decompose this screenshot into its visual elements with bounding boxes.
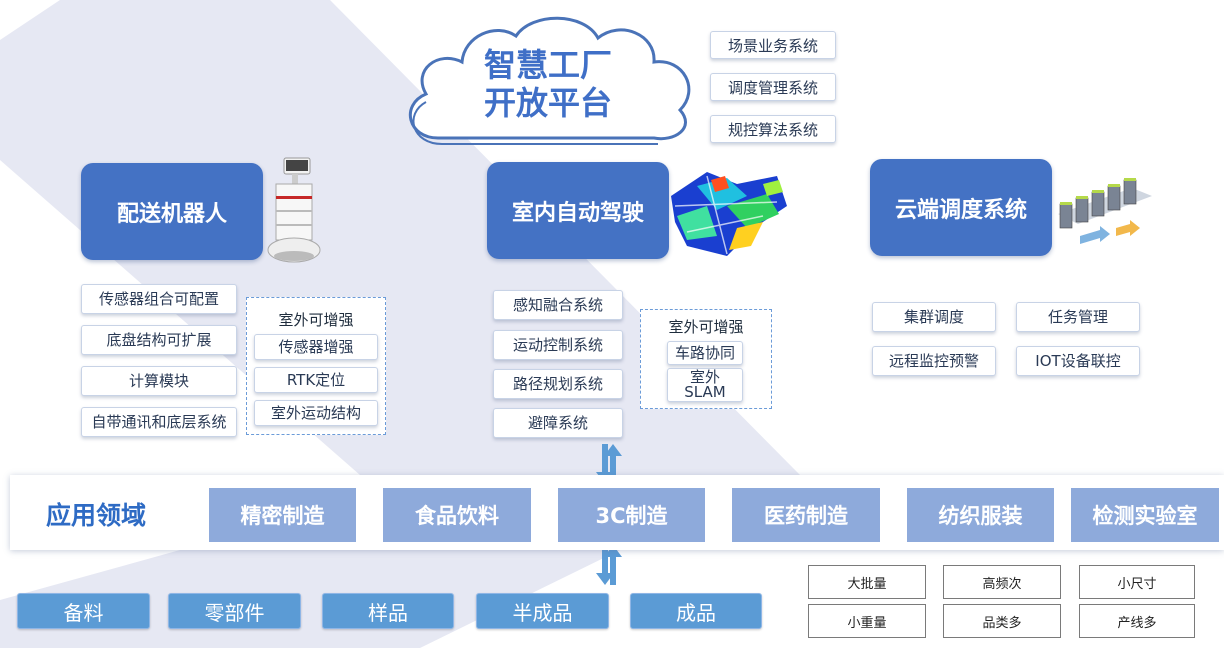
robot-feature-sensor: 传感器组合可配置 <box>81 284 237 314</box>
bidirectional-arrow-icon <box>596 444 622 484</box>
driving-title-box: 室内自动驾驶 <box>487 162 669 259</box>
cloud-system-scenario: 场景业务系统 <box>710 31 836 59</box>
material-prep: 备料 <box>17 593 150 629</box>
driving-outdoor-slam-line1: 室外 <box>689 368 720 386</box>
domain-lab: 检测实验室 <box>1071 488 1219 542</box>
robot-outdoor-title: 室外可增强 <box>278 311 354 329</box>
driving-outdoor-v2x: 车路协同 <box>667 341 743 365</box>
material-sample: 样品 <box>322 593 454 629</box>
material-parts: 零部件 <box>168 593 301 629</box>
robot-outdoor-rtk: RTK定位 <box>254 367 378 393</box>
robot-feature-comm: 自带通讯和底层系统 <box>81 407 237 437</box>
cloud-icon <box>408 16 691 145</box>
cloud-title-line1: 智慧工厂 <box>483 46 612 84</box>
robot-feature-chassis: 底盘结构可扩展 <box>81 325 237 355</box>
driving-feature-perception: 感知融合系统 <box>493 290 623 320</box>
robot-outdoor-sensor: 传感器增强 <box>254 334 378 360</box>
domain-food: 食品饮料 <box>383 488 531 542</box>
robot-feature-compute: 计算模块 <box>81 366 237 396</box>
cloud-system-dispatch: 调度管理系统 <box>710 73 836 101</box>
domain-textile: 纺织服装 <box>907 488 1054 542</box>
material-finished: 成品 <box>630 593 762 629</box>
material-semi: 半成品 <box>476 593 609 629</box>
driving-outdoor-title: 室外可增强 <box>668 318 744 336</box>
trait-small-size: 小尺寸 <box>1079 565 1195 599</box>
dispatch-feature-cluster: 集群调度 <box>872 302 996 332</box>
domain-3c: 3C制造 <box>558 488 705 542</box>
bidirectional-arrow-icon <box>596 545 622 585</box>
driving-feature-path: 路径规划系统 <box>493 369 623 399</box>
robot-outdoor-motion: 室外运动结构 <box>254 400 378 426</box>
dispatch-title-box: 云端调度系统 <box>870 159 1052 256</box>
driving-feature-motion: 运动控制系统 <box>493 330 623 360</box>
cloud-system-planning: 规控算法系统 <box>710 115 836 143</box>
point-cloud-map-icon <box>671 172 787 256</box>
cloud-title-line2: 开放平台 <box>483 84 612 122</box>
dispatch-feature-task: 任务管理 <box>1016 302 1140 332</box>
trait-many-lines: 产线多 <box>1079 604 1195 638</box>
delivery-robot-icon <box>267 157 321 263</box>
robot-fleet-icon <box>1058 178 1152 244</box>
robot-title-box: 配送机器人 <box>81 163 263 260</box>
domain-pharma: 医药制造 <box>732 488 880 542</box>
driving-outdoor-slam: 室外 SLAM <box>667 368 743 402</box>
dispatch-feature-iot: IOT设备联控 <box>1016 346 1140 376</box>
driving-outdoor-slam-line2: SLAM <box>684 383 726 401</box>
dispatch-feature-monitor: 远程监控预警 <box>872 346 996 376</box>
trait-many-categories: 品类多 <box>943 604 1061 638</box>
domain-precision: 精密制造 <box>209 488 356 542</box>
driving-feature-obstacle: 避障系统 <box>493 408 623 438</box>
cloud-title: 智慧工厂 开放平台 <box>448 46 648 122</box>
trait-large-batch: 大批量 <box>808 565 926 599</box>
trait-light-weight: 小重量 <box>808 604 926 638</box>
application-title: 应用领域 <box>46 501 147 530</box>
trait-high-frequency: 高频次 <box>943 565 1061 599</box>
